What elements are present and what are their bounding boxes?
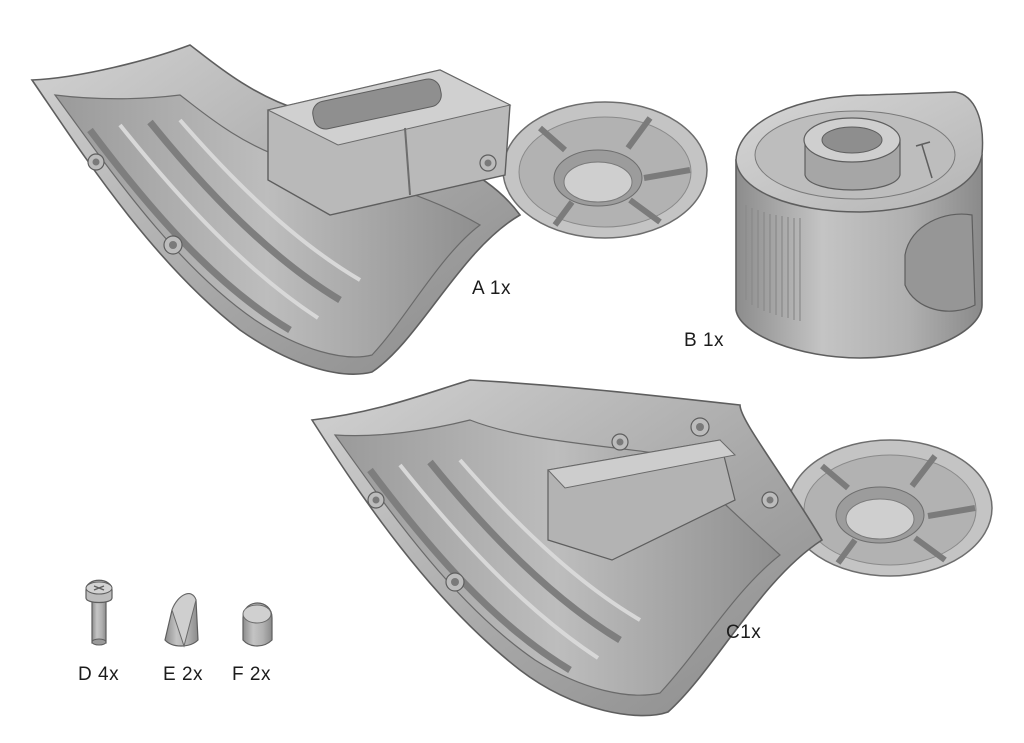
label-part-e: E 2x: [163, 664, 204, 685]
label-part-f: F 2x: [232, 664, 271, 685]
part-d-screw: [85, 579, 113, 646]
part-e-wedge: [164, 593, 199, 648]
label-part-c: C1x: [726, 622, 762, 643]
part-c-housing: [310, 379, 993, 717]
label-part-d: D 4x: [78, 664, 120, 685]
part-b-knob: [735, 91, 984, 359]
part-f-cap: [242, 602, 273, 647]
part-a-housing: [30, 44, 708, 375]
label-part-a: A 1x: [472, 278, 511, 299]
label-part-b: B 1x: [684, 330, 725, 351]
